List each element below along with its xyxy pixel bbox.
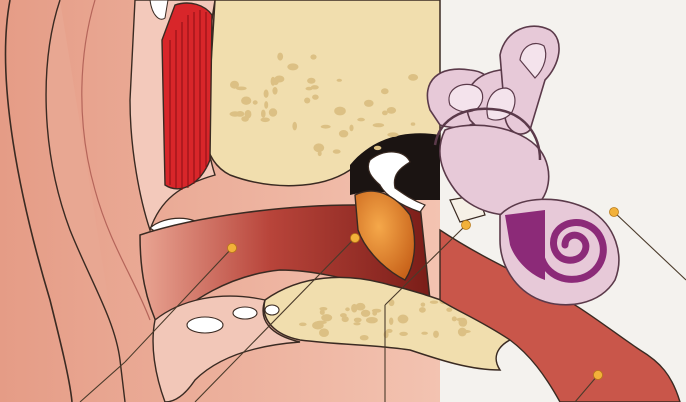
- bone-spot: [446, 308, 452, 312]
- bone-spot: [321, 125, 331, 129]
- bone-spot: [230, 111, 241, 116]
- bone-spot: [361, 310, 370, 317]
- leader-dot: [351, 234, 360, 243]
- bone-spot: [433, 331, 439, 338]
- bone-spot: [360, 335, 369, 340]
- bone-spot: [382, 111, 388, 116]
- bone-spot: [310, 54, 316, 59]
- bone-spot: [389, 318, 393, 325]
- bone-spot: [313, 143, 324, 152]
- bone-spot: [292, 122, 297, 131]
- bone-spot: [299, 323, 307, 327]
- bone-spot: [456, 318, 465, 321]
- bone-spot: [230, 81, 239, 89]
- bone-spot: [381, 88, 389, 94]
- bone-spot: [372, 311, 377, 316]
- bone-spot: [312, 95, 319, 100]
- bone-spot: [264, 90, 269, 98]
- bone-spot: [319, 328, 329, 337]
- bone-spot: [353, 322, 360, 325]
- bone-spot: [357, 118, 365, 122]
- leader-dot: [610, 208, 619, 217]
- bone-spot: [419, 307, 426, 313]
- bone-spot: [253, 100, 258, 104]
- bone-spot: [430, 301, 438, 304]
- bone-spot: [421, 303, 426, 307]
- bone-spot: [333, 149, 341, 153]
- bone-spot: [345, 307, 350, 311]
- bone-spot: [304, 98, 310, 104]
- bone-spot: [452, 316, 457, 321]
- bone-spot: [373, 123, 385, 127]
- bone-spot: [312, 321, 324, 329]
- bone-spot: [245, 110, 252, 119]
- bone-spot: [349, 125, 353, 132]
- bone-spot: [399, 332, 408, 336]
- bone-spot: [261, 110, 266, 118]
- bone-spot: [264, 101, 268, 109]
- bone-spot: [354, 318, 362, 323]
- bone-spot: [384, 331, 389, 338]
- bone-spot: [321, 314, 332, 321]
- bone-spot: [398, 315, 409, 324]
- bone-spot: [241, 97, 251, 105]
- bone-spot: [408, 74, 418, 81]
- bone-spot: [364, 100, 374, 107]
- bone-spot: [337, 79, 342, 82]
- bone-spot: [366, 317, 378, 323]
- bone-spot: [271, 77, 276, 86]
- bone-spot: [272, 87, 277, 95]
- leader-dot: [462, 221, 471, 230]
- bone-spot: [318, 151, 322, 156]
- leader-dot: [228, 244, 237, 253]
- leader-dot: [594, 371, 603, 380]
- bone-spot: [458, 328, 467, 337]
- bone-spot: [337, 108, 342, 111]
- bone-spot: [351, 304, 357, 313]
- bone-spot: [374, 146, 382, 150]
- bone-spot: [277, 53, 283, 61]
- bone-spot: [411, 122, 416, 125]
- bone-spot: [339, 130, 348, 137]
- bone-spot: [307, 78, 315, 84]
- bone-spot: [269, 108, 277, 116]
- bone-spot: [387, 132, 398, 137]
- bone-spot: [287, 63, 298, 70]
- bone-spot: [306, 87, 313, 91]
- bone-spot: [319, 307, 327, 311]
- bone-spot: [274, 76, 284, 83]
- bone-spot: [387, 107, 396, 114]
- bone-spot: [261, 118, 270, 123]
- bone-spot: [421, 332, 428, 335]
- bone-spot: [340, 313, 347, 317]
